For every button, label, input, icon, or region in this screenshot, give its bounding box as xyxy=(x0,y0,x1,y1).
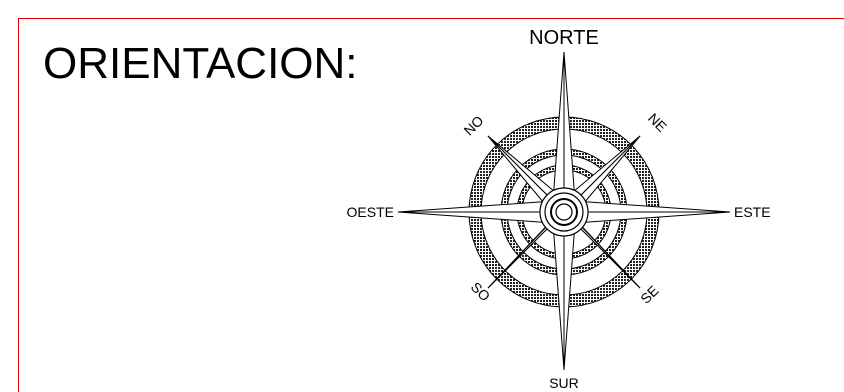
label-west: OESTE xyxy=(347,204,394,220)
page-frame xyxy=(18,18,844,392)
label-southeast: SE xyxy=(637,282,662,307)
compass-cardinal-points xyxy=(397,51,731,371)
label-south: SUR xyxy=(549,375,579,391)
label-southwest: SO xyxy=(468,279,494,305)
label-northeast: NE xyxy=(645,110,670,135)
compass-center xyxy=(539,187,589,237)
label-north: NORTE xyxy=(529,27,599,49)
label-northwest: NO xyxy=(460,112,486,138)
label-east: ESTE xyxy=(734,204,771,220)
page-title: ORIENTACION: xyxy=(43,39,358,88)
